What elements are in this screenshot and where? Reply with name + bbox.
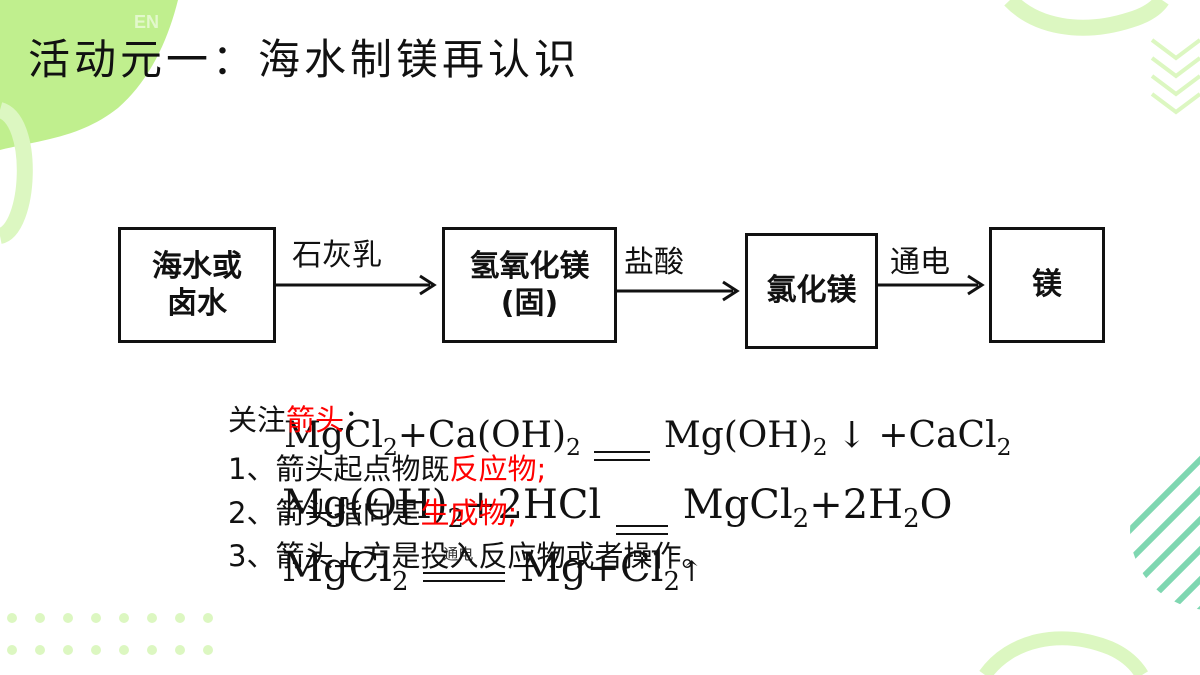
flow-box-mgcl-line1: 氯化镁 — [766, 273, 857, 309]
arrow-label-electrolysis: 通电 — [890, 245, 950, 280]
note-item-3: 3、箭头上方是投入反应物或者操作。 — [228, 539, 711, 573]
equals-sign-with-condition: 通电 — [421, 545, 507, 591]
equals-sign — [592, 431, 652, 461]
equals-sign — [614, 501, 670, 535]
flow-box-seawater: 海水或 卤水 — [118, 227, 276, 343]
flow-box-seawater-line2: 卤水 — [167, 286, 227, 321]
flow-box-magnesium-hydroxide: 氢氧化镁 (固) — [442, 227, 617, 343]
note-heading: 关注箭头： — [228, 403, 374, 437]
flow-box-mg-line1: 镁 — [1032, 267, 1062, 303]
flow-box-magnesium-chloride: 氯化镁 — [745, 233, 878, 349]
note-item-2: 2、箭头指向是生成物; — [228, 496, 518, 530]
equation-2: Mg(OH)2+2HCl MgCl2+2H2O — [282, 482, 953, 535]
arrow-label-lime-milk: 石灰乳 — [292, 238, 382, 273]
reaction-condition: 通电 — [443, 545, 474, 563]
arrow-label-hydrochloric-acid: 盐酸 — [624, 245, 684, 280]
equation-1: MgCl2+Ca(OH)2 Mg(OH)2 ↓ +CaCl2 — [284, 415, 1012, 462]
flow-box-mgoh-line1: 氢氧化镁 — [469, 248, 590, 284]
equation-3: MgCl2 通电 Mg+Cl2↑ — [282, 545, 704, 598]
page-title: 活动元一：海水制镁再认识 — [28, 35, 581, 84]
flow-box-mgoh-line2: (固) — [500, 286, 559, 321]
note-item-1: 1、箭头起点物既反应物; — [228, 452, 547, 486]
flow-box-magnesium: 镁 — [989, 227, 1105, 343]
watermark-logo: EN — [134, 12, 160, 32]
flow-box-seawater-line1: 海水或 — [152, 248, 242, 284]
